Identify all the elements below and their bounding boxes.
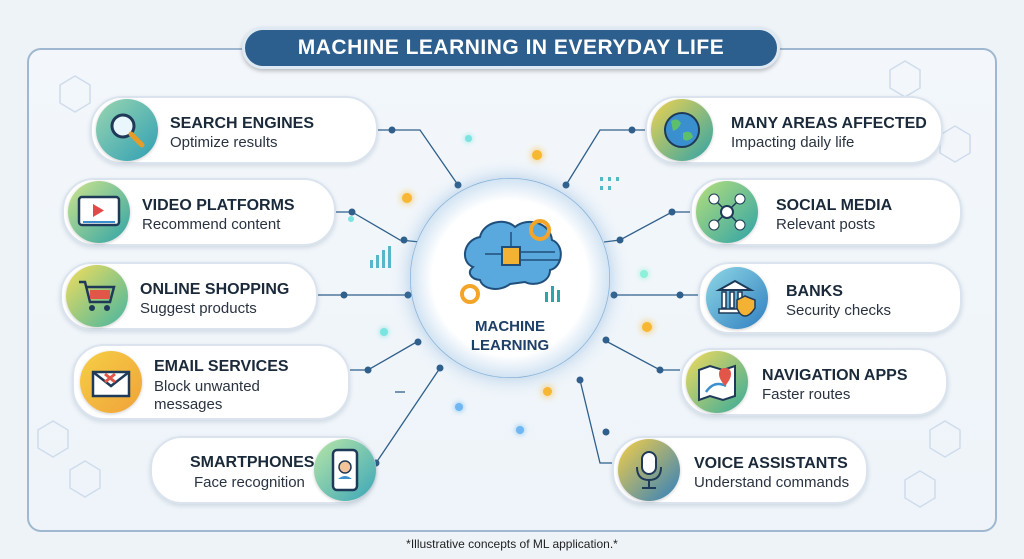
card-email-services: EMAIL SERVICES Block unwanted messages bbox=[72, 344, 350, 420]
card-social-media: SOCIAL MEDIA Relevant posts bbox=[690, 178, 962, 246]
card-title: VIDEO PLATFORMS bbox=[142, 197, 295, 214]
glow-dot bbox=[516, 426, 524, 434]
envelope-icon bbox=[80, 351, 142, 413]
hub-label: MACHINE LEARNING bbox=[430, 317, 590, 355]
network-icon bbox=[696, 181, 758, 243]
card-desc: Relevant posts bbox=[776, 216, 876, 233]
glow-dot bbox=[543, 387, 552, 396]
glow-dot bbox=[402, 193, 412, 203]
card-desc: Faster routes bbox=[762, 386, 851, 403]
card-desc: Recommend content bbox=[142, 216, 281, 233]
footnote: *Illustrative concepts of ML application… bbox=[406, 537, 618, 551]
glow-dot bbox=[640, 270, 648, 278]
hub-label-line2: LEARNING bbox=[470, 337, 550, 354]
card-search-engines: SEARCH ENGINES Optimize results bbox=[90, 96, 378, 164]
glow-dot bbox=[380, 328, 388, 336]
shopping-cart-icon bbox=[66, 265, 128, 327]
card-many-areas: MANY AREAS AFFECTED Impacting daily life bbox=[645, 96, 943, 164]
page-title: MACHINE LEARNING IN EVERYDAY LIFE bbox=[242, 27, 780, 69]
card-desc: Block unwanted messages bbox=[154, 378, 260, 413]
card-title: BANKS bbox=[786, 283, 843, 300]
card-voice-assistants: VOICE ASSISTANTS Understand commands bbox=[612, 436, 868, 504]
card-title: MANY AREAS AFFECTED bbox=[731, 115, 927, 132]
card-title: SEARCH ENGINES bbox=[170, 115, 315, 132]
card-video-platforms: VIDEO PLATFORMS Recommend content bbox=[62, 178, 336, 246]
card-desc: Optimize results bbox=[170, 134, 278, 151]
bank-shield-icon bbox=[706, 267, 768, 329]
magnifier-icon bbox=[96, 99, 158, 161]
glow-dot bbox=[532, 150, 542, 160]
brain-chip-icon bbox=[460, 219, 562, 304]
glow-dot bbox=[642, 322, 652, 332]
card-desc: Face recognition bbox=[194, 474, 305, 491]
smartphone-face-icon bbox=[314, 439, 376, 501]
card-navigation-apps: NAVIGATION APPS Faster routes bbox=[680, 348, 948, 416]
globe-icon bbox=[651, 99, 713, 161]
card-title: SMARTPHONES bbox=[190, 454, 315, 471]
card-desc: Suggest products bbox=[140, 300, 257, 317]
card-online-shopping: ONLINE SHOPPING Suggest products bbox=[60, 262, 318, 330]
card-desc: Impacting daily life bbox=[731, 134, 855, 151]
glow-dot bbox=[455, 403, 463, 411]
microphone-icon bbox=[618, 439, 680, 501]
card-desc: Security checks bbox=[786, 302, 892, 319]
video-player-icon bbox=[68, 181, 130, 243]
hub-label-line1: MACHINE bbox=[475, 318, 545, 335]
card-title: ONLINE SHOPPING bbox=[140, 281, 290, 298]
card-title: NAVIGATION APPS bbox=[762, 367, 908, 384]
glow-dot bbox=[348, 216, 354, 222]
glow-dot bbox=[465, 135, 472, 142]
map-pin-icon bbox=[686, 351, 748, 413]
card-title: EMAIL SERVICES bbox=[154, 358, 289, 375]
card-title: VOICE ASSISTANTS bbox=[694, 455, 848, 472]
card-banks: BANKS Security checks bbox=[698, 262, 962, 334]
card-title: SOCIAL MEDIA bbox=[776, 197, 893, 214]
card-desc: Understand commands bbox=[694, 474, 850, 491]
card-smartphones: SMARTPHONES Face recognition bbox=[150, 436, 376, 504]
